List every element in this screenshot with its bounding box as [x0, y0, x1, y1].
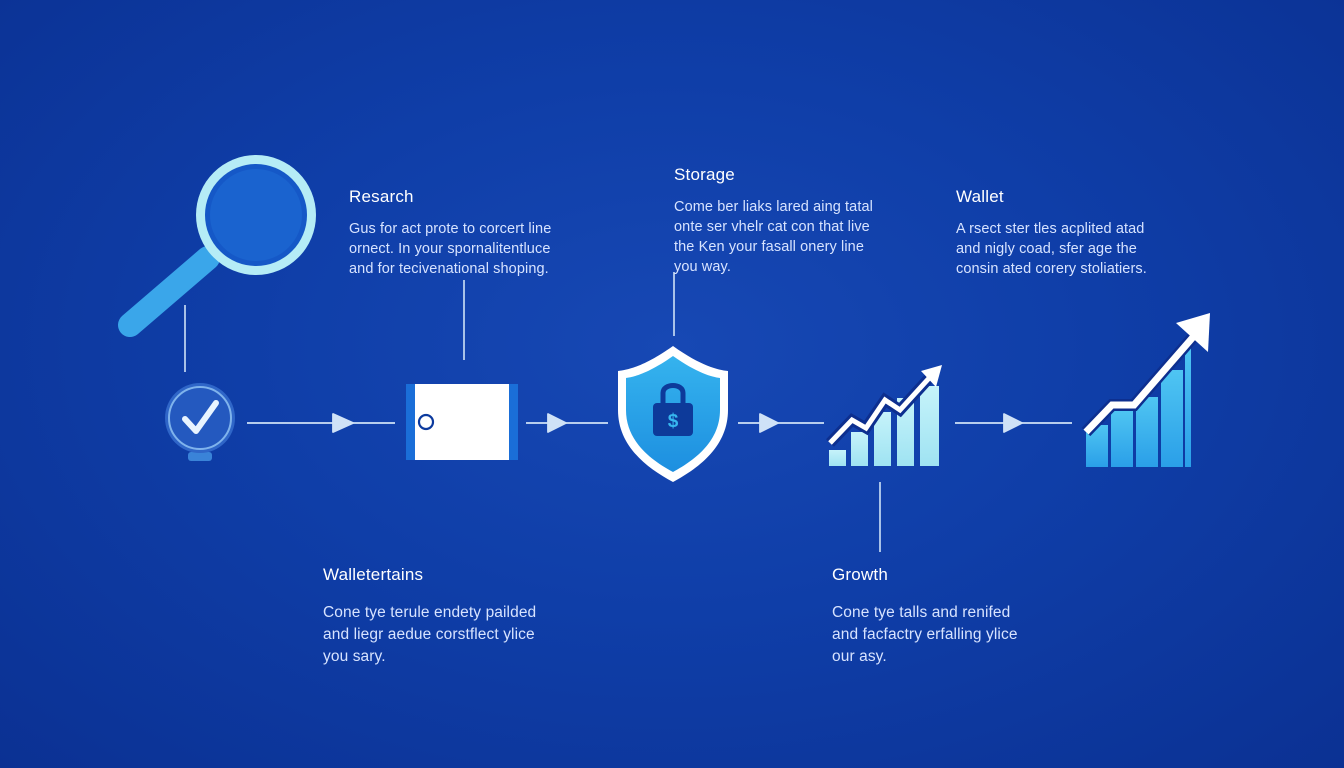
bar-chart-arrow-large-icon [1081, 313, 1210, 467]
step-research-title: Resarch [349, 187, 414, 206]
step-growth-text-1: Cone tye talls and renifed [832, 604, 1011, 621]
check-circle-icon [165, 383, 235, 461]
step-walletertains-text-3: you sary. [323, 648, 386, 665]
leader-lines [184, 272, 881, 552]
step-wallet-text-1: A rsect ster tles acplited atad [956, 221, 1145, 237]
step-research-text-1: Gus for act prote to corcert line [349, 221, 552, 237]
magnifying-glass-icon [118, 155, 316, 337]
connectors [247, 413, 1072, 433]
step-walletertains-text-2: and liegr aedue corstflect ylice [323, 626, 535, 643]
card-icon [406, 384, 518, 460]
step-walletertains-title: Walletertains [323, 565, 424, 584]
shield-lock-icon: $ [618, 346, 728, 482]
step-wallet-text-3: consin ated corery stoliatiers. [956, 261, 1147, 277]
step-growth-title: Growth [832, 565, 888, 584]
step-research-text-3: and for tecivenational shoping. [349, 261, 549, 277]
connector-4-arrow [1003, 413, 1023, 433]
step-growth: Growth Cone tye talls and renifed and fa… [832, 565, 1018, 668]
step-walletertains-text-1: Cone tye terule endety pailded [323, 604, 537, 621]
svg-text:$: $ [668, 411, 679, 432]
step-storage-text-3: the Ken your fasall onery line [674, 239, 864, 255]
step-wallet-title: Wallet [956, 187, 1004, 206]
connector-1-arrow [332, 413, 354, 433]
step-storage-text-2: onte ser vhelr cat con that live [674, 219, 870, 235]
step-storage-title: Storage [674, 165, 735, 184]
step-storage-text-4: you way. [674, 259, 731, 275]
step-storage-text-1: Come ber liaks lared aing tatal [674, 199, 873, 215]
step-wallet-text-2: and nigly coad, sfer age the [956, 241, 1137, 257]
bar-chart-arrow-icon [826, 365, 942, 466]
step-storage: Storage Come ber liaks lared aing tatal … [674, 165, 873, 277]
step-growth-text-2: and facfactry erfalling ylice [832, 626, 1018, 643]
connector-3-arrow [759, 413, 779, 433]
connector-2-arrow [547, 413, 567, 433]
step-research-text-2: ornect. In your spornalitentluce [349, 241, 551, 257]
step-walletertains: Walletertains Cone tye terule endety pai… [323, 565, 536, 668]
step-wallet: Wallet A rsect ster tles acplited atad a… [956, 187, 1147, 279]
step-growth-text-3: our asy. [832, 648, 887, 665]
step-research: Resarch Gus for act prote to corcert lin… [349, 187, 551, 279]
